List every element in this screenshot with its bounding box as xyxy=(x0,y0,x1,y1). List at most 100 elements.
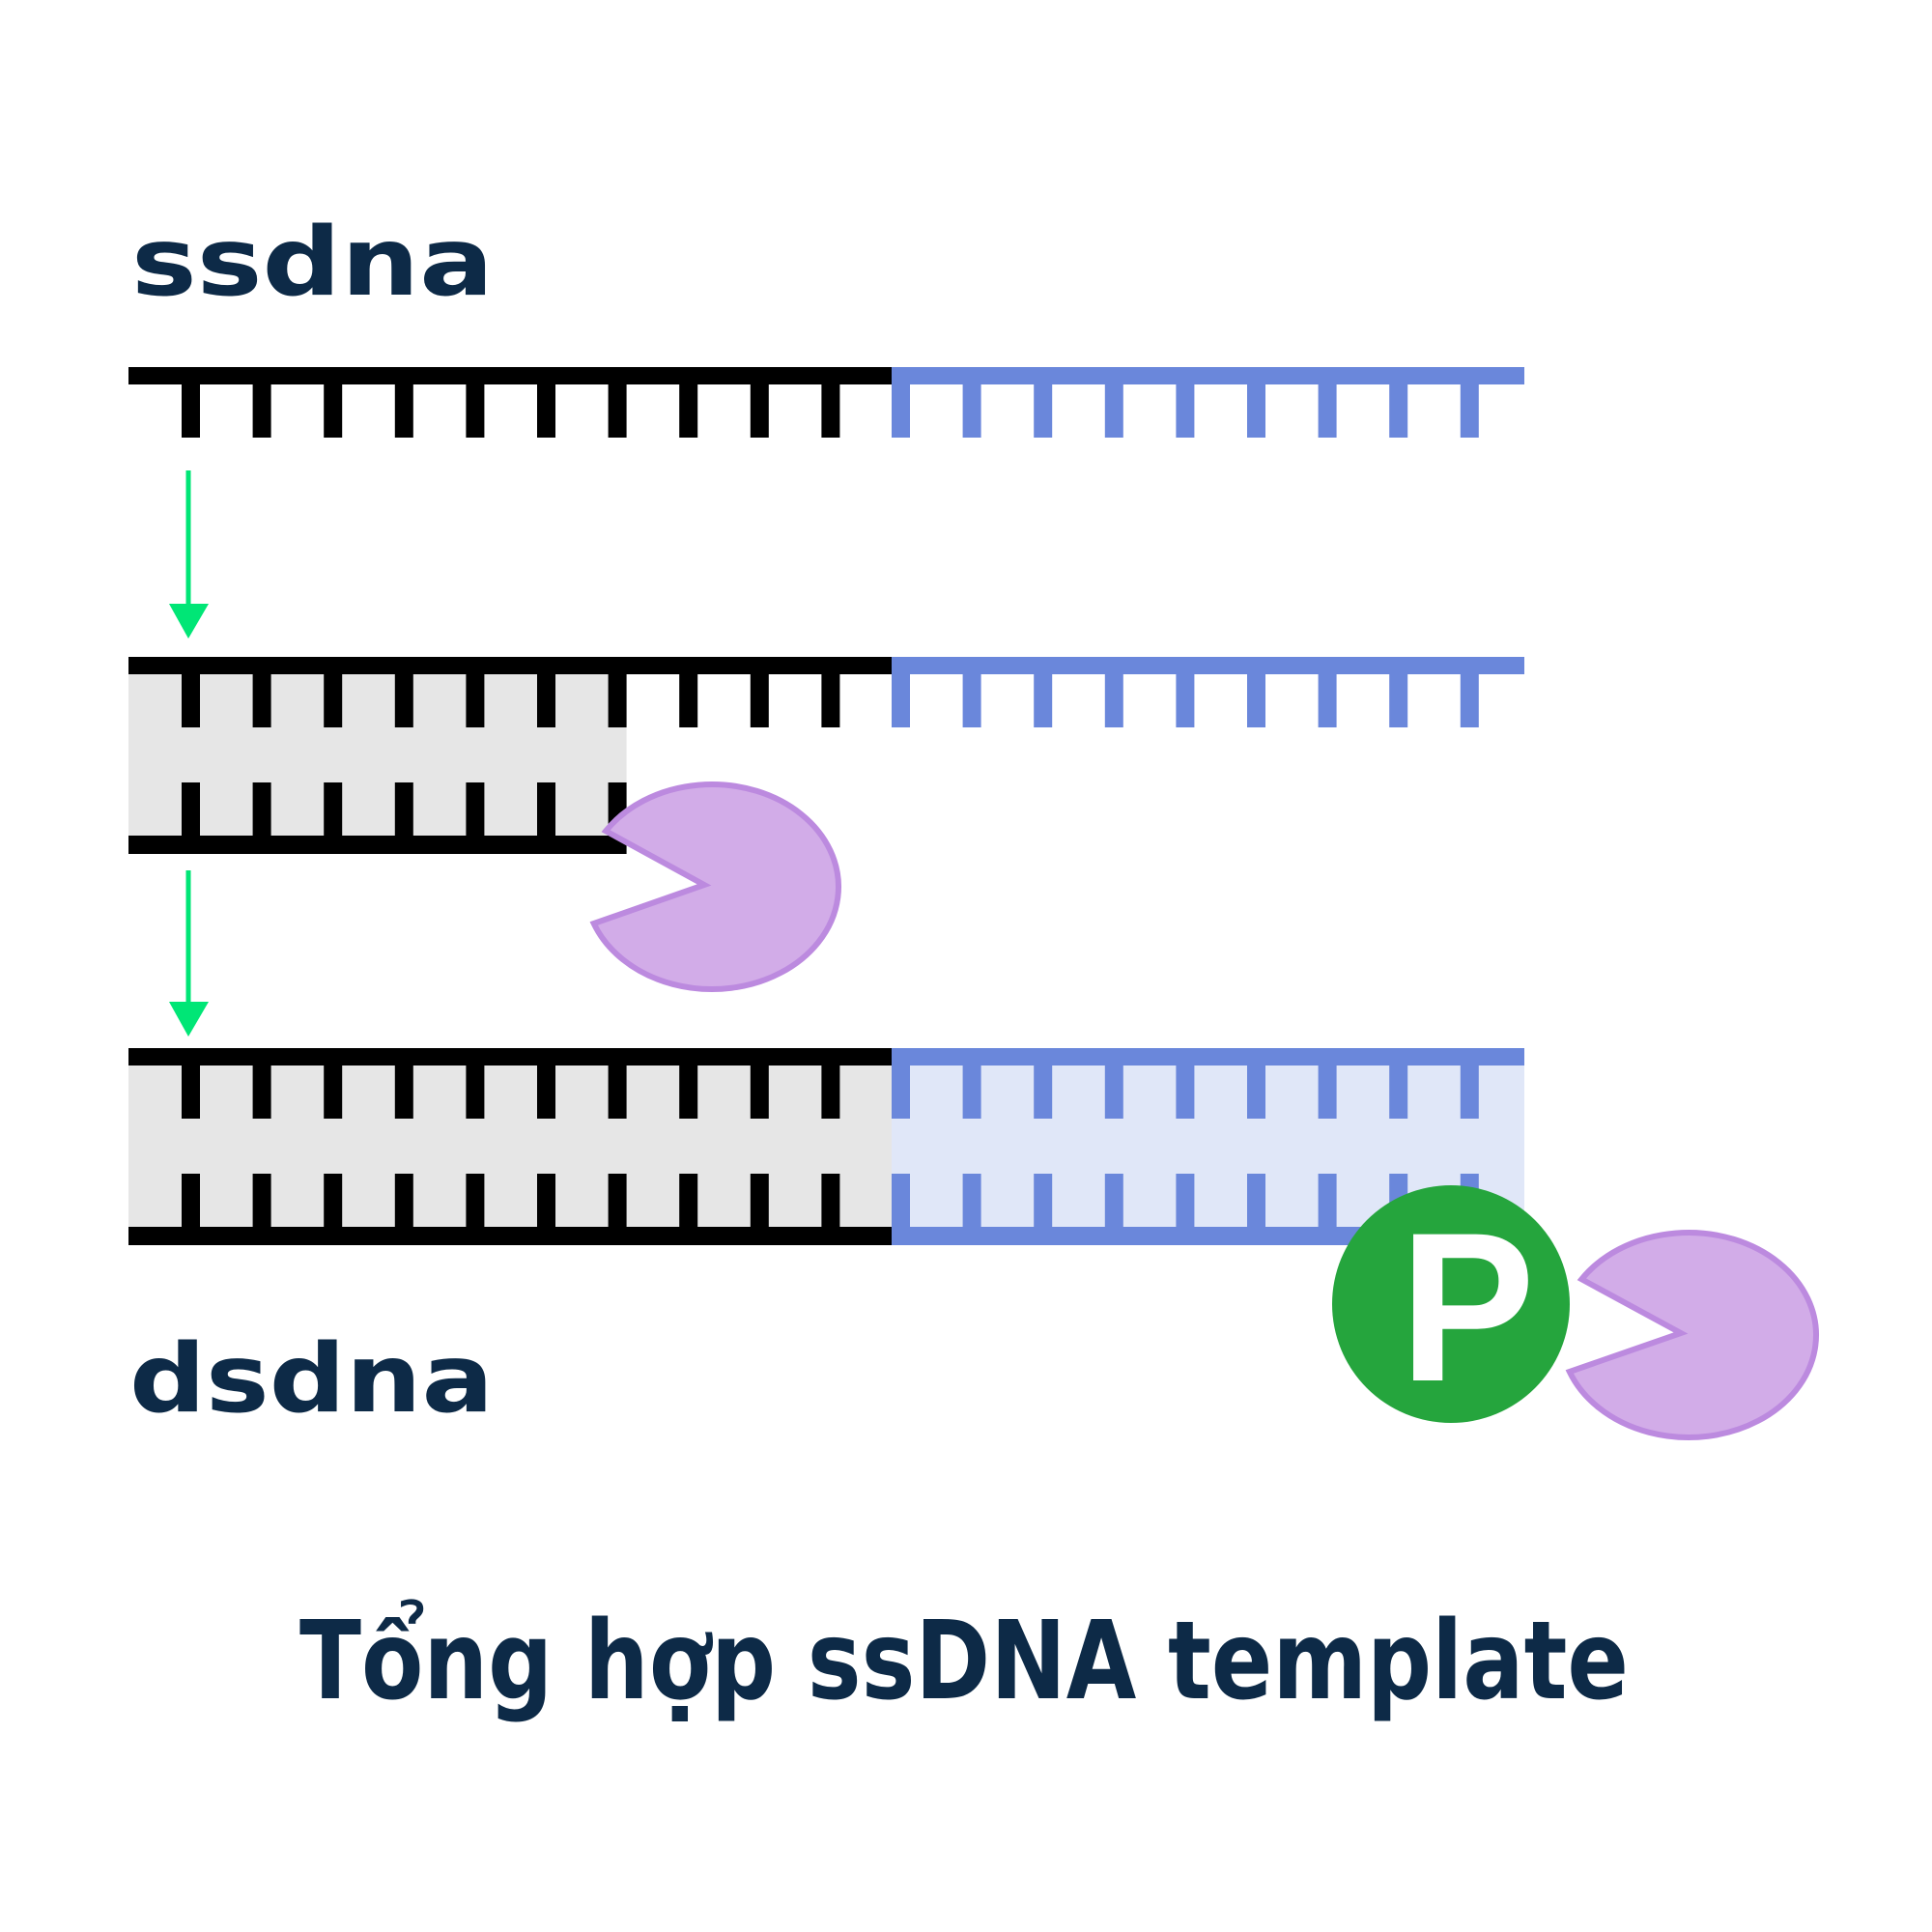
base-tooth xyxy=(1247,384,1265,438)
base-tooth xyxy=(750,674,769,727)
base-tooth xyxy=(1460,384,1479,438)
base-tooth xyxy=(1318,674,1337,727)
template-backbone-blue xyxy=(892,657,1524,674)
template-backbone-black xyxy=(128,1048,892,1065)
base-tooth xyxy=(962,1065,981,1119)
base-tooth xyxy=(1247,674,1265,727)
complement-tooth xyxy=(608,1174,627,1227)
base-tooth xyxy=(1176,674,1195,727)
complement-tooth xyxy=(466,1174,485,1227)
complement-tooth xyxy=(1318,1174,1337,1227)
complement-tooth xyxy=(324,1174,343,1227)
base-tooth xyxy=(394,1065,413,1119)
template-backbone-black xyxy=(128,367,892,384)
base-tooth xyxy=(1176,384,1195,438)
base-tooth xyxy=(1460,1065,1479,1119)
base-tooth xyxy=(182,674,200,727)
complement-tooth xyxy=(394,1174,413,1227)
complement-tooth xyxy=(1176,1174,1195,1227)
template-backbone-blue xyxy=(892,367,1524,384)
duplex-fill-primer xyxy=(128,1065,892,1227)
base-tooth xyxy=(1104,384,1123,438)
base-tooth xyxy=(750,384,769,438)
base-tooth xyxy=(466,674,485,727)
complement-tooth xyxy=(394,782,413,836)
complement-backbone-black xyxy=(128,1227,892,1245)
base-tooth xyxy=(1176,1065,1195,1119)
phosphate-letter: P xyxy=(1400,1188,1535,1426)
base-tooth xyxy=(1389,1065,1408,1119)
complement-tooth xyxy=(252,782,271,836)
base-tooth xyxy=(1460,674,1479,727)
base-tooth xyxy=(1104,674,1123,727)
base-tooth xyxy=(252,674,271,727)
base-tooth xyxy=(394,384,413,438)
arrow-2 xyxy=(169,870,209,1037)
base-tooth xyxy=(466,1065,485,1119)
base-tooth xyxy=(892,1065,910,1119)
base-tooth xyxy=(537,384,555,438)
base-tooth xyxy=(537,674,555,727)
base-tooth xyxy=(962,674,981,727)
partial-duplex-strand xyxy=(128,657,1524,854)
base-tooth xyxy=(821,674,840,727)
dsdna-strand xyxy=(128,1048,1524,1245)
complement-tooth xyxy=(1247,1174,1265,1227)
dsdna-label: dsdna xyxy=(129,1324,494,1435)
complement-tooth xyxy=(750,1174,769,1227)
base-tooth xyxy=(324,1065,343,1119)
base-tooth xyxy=(1104,1065,1123,1119)
base-tooth xyxy=(1247,1065,1265,1119)
complement-tooth xyxy=(892,1174,910,1227)
base-tooth xyxy=(182,384,200,438)
complement-backbone-black xyxy=(128,836,627,854)
complement-tooth xyxy=(466,782,485,836)
complement-tooth xyxy=(537,1174,555,1227)
base-tooth xyxy=(394,674,413,727)
complement-tooth xyxy=(821,1174,840,1227)
ssdna-strand xyxy=(128,367,1524,438)
base-tooth xyxy=(1034,1065,1053,1119)
base-tooth xyxy=(679,1065,698,1119)
complement-tooth xyxy=(679,1174,698,1227)
phosphate-icon: P xyxy=(1332,1185,1570,1426)
base-tooth xyxy=(1389,674,1408,727)
complement-tooth xyxy=(1034,1174,1053,1227)
base-tooth xyxy=(821,1065,840,1119)
base-tooth xyxy=(324,384,343,438)
arrow-1 xyxy=(169,470,209,639)
base-tooth xyxy=(679,674,698,727)
complement-tooth xyxy=(252,1174,271,1227)
base-tooth xyxy=(324,674,343,727)
template-backbone-black xyxy=(128,657,892,674)
figure-title: Tổng hợp ssDNA template xyxy=(299,1599,1629,1724)
base-tooth xyxy=(892,674,910,727)
arrow-down-icon xyxy=(169,604,209,639)
complement-tooth xyxy=(537,782,555,836)
base-tooth xyxy=(679,384,698,438)
polymerase-icon xyxy=(589,781,841,992)
arrow-down-icon xyxy=(169,1002,209,1037)
base-tooth xyxy=(608,1065,627,1119)
complement-tooth xyxy=(324,782,343,836)
base-tooth xyxy=(1318,1065,1337,1119)
base-tooth xyxy=(892,384,910,438)
template-backbone-blue xyxy=(892,1048,1524,1065)
base-tooth xyxy=(608,674,627,727)
base-tooth xyxy=(750,1065,769,1119)
base-tooth xyxy=(252,1065,271,1119)
polymerase-icon xyxy=(1565,1230,1819,1440)
base-tooth xyxy=(537,1065,555,1119)
base-tooth xyxy=(466,384,485,438)
base-tooth xyxy=(1389,384,1408,438)
complement-tooth xyxy=(1104,1174,1123,1227)
base-tooth xyxy=(608,384,627,438)
base-tooth xyxy=(252,384,271,438)
base-tooth xyxy=(182,1065,200,1119)
complement-tooth xyxy=(182,782,200,836)
base-tooth xyxy=(1318,384,1337,438)
base-tooth xyxy=(962,384,981,438)
base-tooth xyxy=(1034,384,1053,438)
complement-tooth xyxy=(962,1174,981,1227)
